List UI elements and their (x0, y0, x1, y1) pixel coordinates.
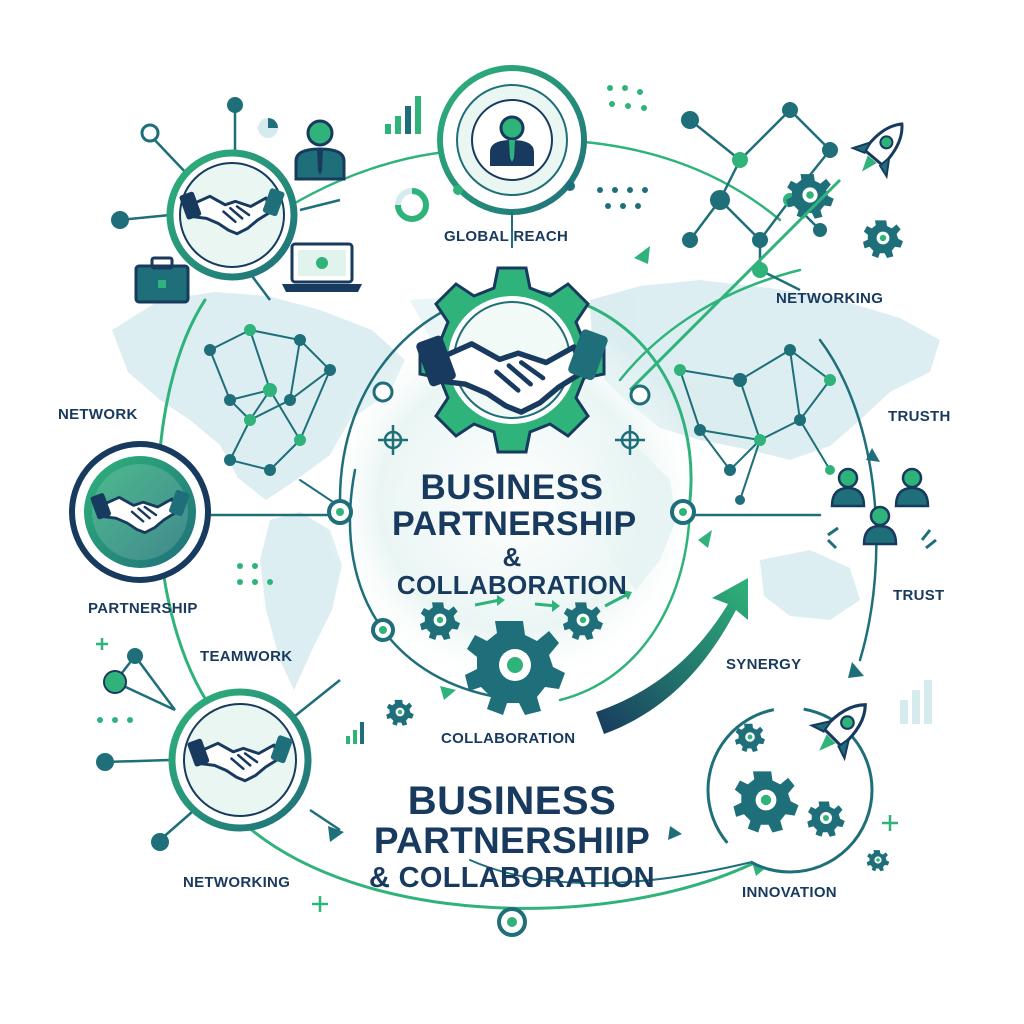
lower-title-line2: PARTNERSHIIP (373, 820, 651, 861)
donut-chart-icon (395, 188, 429, 222)
lower-title-line1: BUSINESS (407, 779, 617, 823)
label-trusth: TRUSTH (888, 408, 951, 425)
laptop-icon (282, 242, 362, 292)
connector-arrow (628, 178, 842, 392)
bar-chart-icon (385, 96, 421, 134)
partnership-circle (69, 441, 211, 583)
plus-decoration (96, 638, 898, 912)
gear-icon (866, 850, 890, 872)
growth-arrow-icon (596, 578, 748, 734)
bar-chart-icon (900, 680, 932, 724)
center-glow (322, 310, 702, 690)
person-icon (490, 115, 534, 166)
label-network: NETWORK (58, 406, 138, 423)
network-nodes-right (674, 344, 836, 505)
handshake-circle-top-left (111, 97, 341, 301)
main-title: BUSINESS PARTNERSHIP & COLLABORATION (392, 468, 637, 600)
label-innovation: INNOVATION (742, 884, 837, 901)
lower-title-line3: & COLLABORATION (369, 861, 655, 894)
briefcase-icon (134, 256, 190, 304)
rocket-icon (843, 108, 921, 188)
lower-title: BUSINESS PARTNERSHIIP & COLLABORATION (362, 780, 662, 893)
global-reach-circle (437, 65, 587, 248)
main-title-line3: & COLLABORATION (396, 542, 628, 600)
label-global-reach: GLOBAL REACH (444, 228, 569, 245)
label-synergy: SYNERGY (726, 656, 802, 673)
team-icon (826, 467, 937, 550)
person-icon (294, 119, 346, 181)
dot-pattern (97, 85, 648, 723)
label-networking-bottom: NETWORKING (183, 874, 291, 891)
innovation-circle (706, 686, 884, 874)
orbit-nodes (327, 381, 696, 937)
pie-chart-icon (258, 118, 278, 138)
label-networking-top: NETWORKING (776, 290, 884, 307)
label-trust: TRUST (893, 587, 945, 604)
main-title-line1: BUSINESS (420, 468, 604, 507)
network-nodes-left (204, 324, 336, 476)
handshake-circle-bottom-left (96, 648, 341, 851)
gear-icon (863, 220, 903, 258)
label-collaboration: COLLABORATION (441, 730, 576, 747)
label-teamwork: TEAMWORK (200, 648, 293, 665)
crosshair-icon (378, 425, 645, 455)
bar-chart-icon (346, 722, 364, 744)
gears-cluster (386, 590, 632, 726)
main-title-line2: PARTNERSHIP (392, 504, 637, 543)
label-partnership: PARTNERSHIP (88, 600, 198, 617)
